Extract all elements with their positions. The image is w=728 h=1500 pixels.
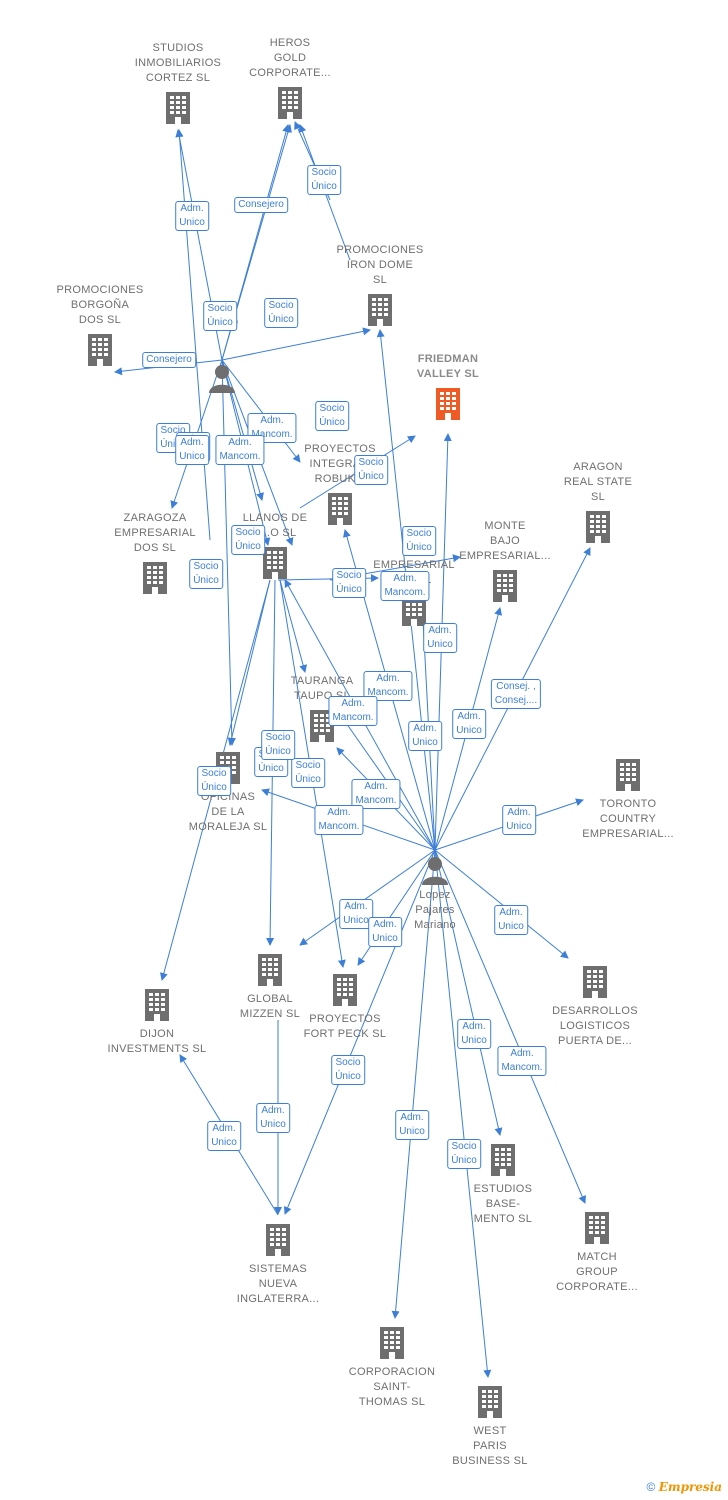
edge-role-label[interactable]: Consejero	[142, 352, 196, 368]
brand-logo: Empresia	[658, 1480, 722, 1494]
edge-line	[299, 849, 436, 946]
edge-line	[283, 849, 436, 1215]
edge-role-label[interactable]: Adm.Unico	[457, 1019, 491, 1049]
building-icon	[434, 386, 462, 427]
building-icon	[326, 491, 354, 532]
edge-role-label[interactable]: Adm.Unico	[452, 709, 486, 739]
building-icon	[276, 85, 304, 126]
building-icon	[164, 90, 192, 131]
building-icon	[614, 757, 642, 798]
edge-role-label[interactable]: Adm.Mancom.	[215, 435, 265, 465]
edge-role-label[interactable]: Adm.Unico	[423, 623, 457, 653]
edge-line	[221, 359, 264, 501]
building-icon	[476, 1384, 504, 1425]
building-icon	[264, 1222, 292, 1263]
edge-role-label[interactable]: Adm.Unico	[175, 435, 209, 465]
building-icon	[366, 292, 394, 333]
edge-role-label[interactable]: Adm.Mancom.	[314, 805, 364, 835]
building-icon	[256, 952, 284, 993]
edge-role-label[interactable]: Adm.Unico	[408, 721, 442, 751]
building-icon	[143, 987, 171, 1028]
edge-line	[279, 579, 308, 673]
edge-role-label[interactable]: Adm.Unico	[207, 1121, 241, 1151]
edge-line	[221, 327, 371, 361]
person-icon	[420, 855, 450, 890]
building-icon	[261, 545, 289, 586]
building-icon	[141, 560, 169, 601]
building-icon	[583, 1210, 611, 1251]
edge-line	[391, 849, 436, 1319]
edge-line	[434, 849, 569, 959]
edge-line	[434, 849, 492, 1378]
edge-role-label[interactable]: Adm.Unico	[494, 905, 528, 935]
edge-line	[221, 359, 301, 463]
edge-line	[175, 129, 211, 541]
person-icon	[207, 363, 237, 398]
building-icon	[491, 568, 519, 609]
edge-role-label[interactable]: Adm.Mancom.	[351, 779, 401, 809]
building-icon	[489, 1142, 517, 1183]
edge-role-label[interactable]: Adm.Unico	[339, 899, 373, 929]
edge-role-label[interactable]: Adm.Mancom.	[380, 571, 430, 601]
building-icon	[581, 964, 609, 1005]
building-icon	[378, 1325, 406, 1366]
edge-role-label[interactable]: Consejero	[234, 197, 288, 213]
building-icon	[86, 332, 114, 373]
edge-role-label[interactable]: Adm.Mancom.	[328, 696, 378, 726]
edge-role-label[interactable]: Adm.Unico	[395, 1110, 429, 1140]
building-icon	[584, 509, 612, 550]
edge-role-label[interactable]: Adm.Mancom.	[497, 1046, 547, 1076]
edge-role-label[interactable]: Adm.Unico	[256, 1103, 290, 1133]
edge-line	[434, 849, 586, 1204]
copyright-symbol: ©	[646, 1480, 656, 1494]
edge-role-label[interactable]: Adm.Unico	[368, 917, 402, 947]
edge-line	[434, 849, 503, 1136]
edge-line	[221, 359, 236, 746]
edge-role-label[interactable]: Adm.Unico	[175, 201, 209, 231]
edge-line	[227, 579, 271, 746]
edge-role-label[interactable]: Consej. ,Consej....	[490, 679, 542, 709]
edge-role-label[interactable]: Adm.Unico	[502, 805, 536, 835]
building-icon	[331, 972, 359, 1013]
footer-brand[interactable]: © Empresia	[647, 1480, 722, 1494]
